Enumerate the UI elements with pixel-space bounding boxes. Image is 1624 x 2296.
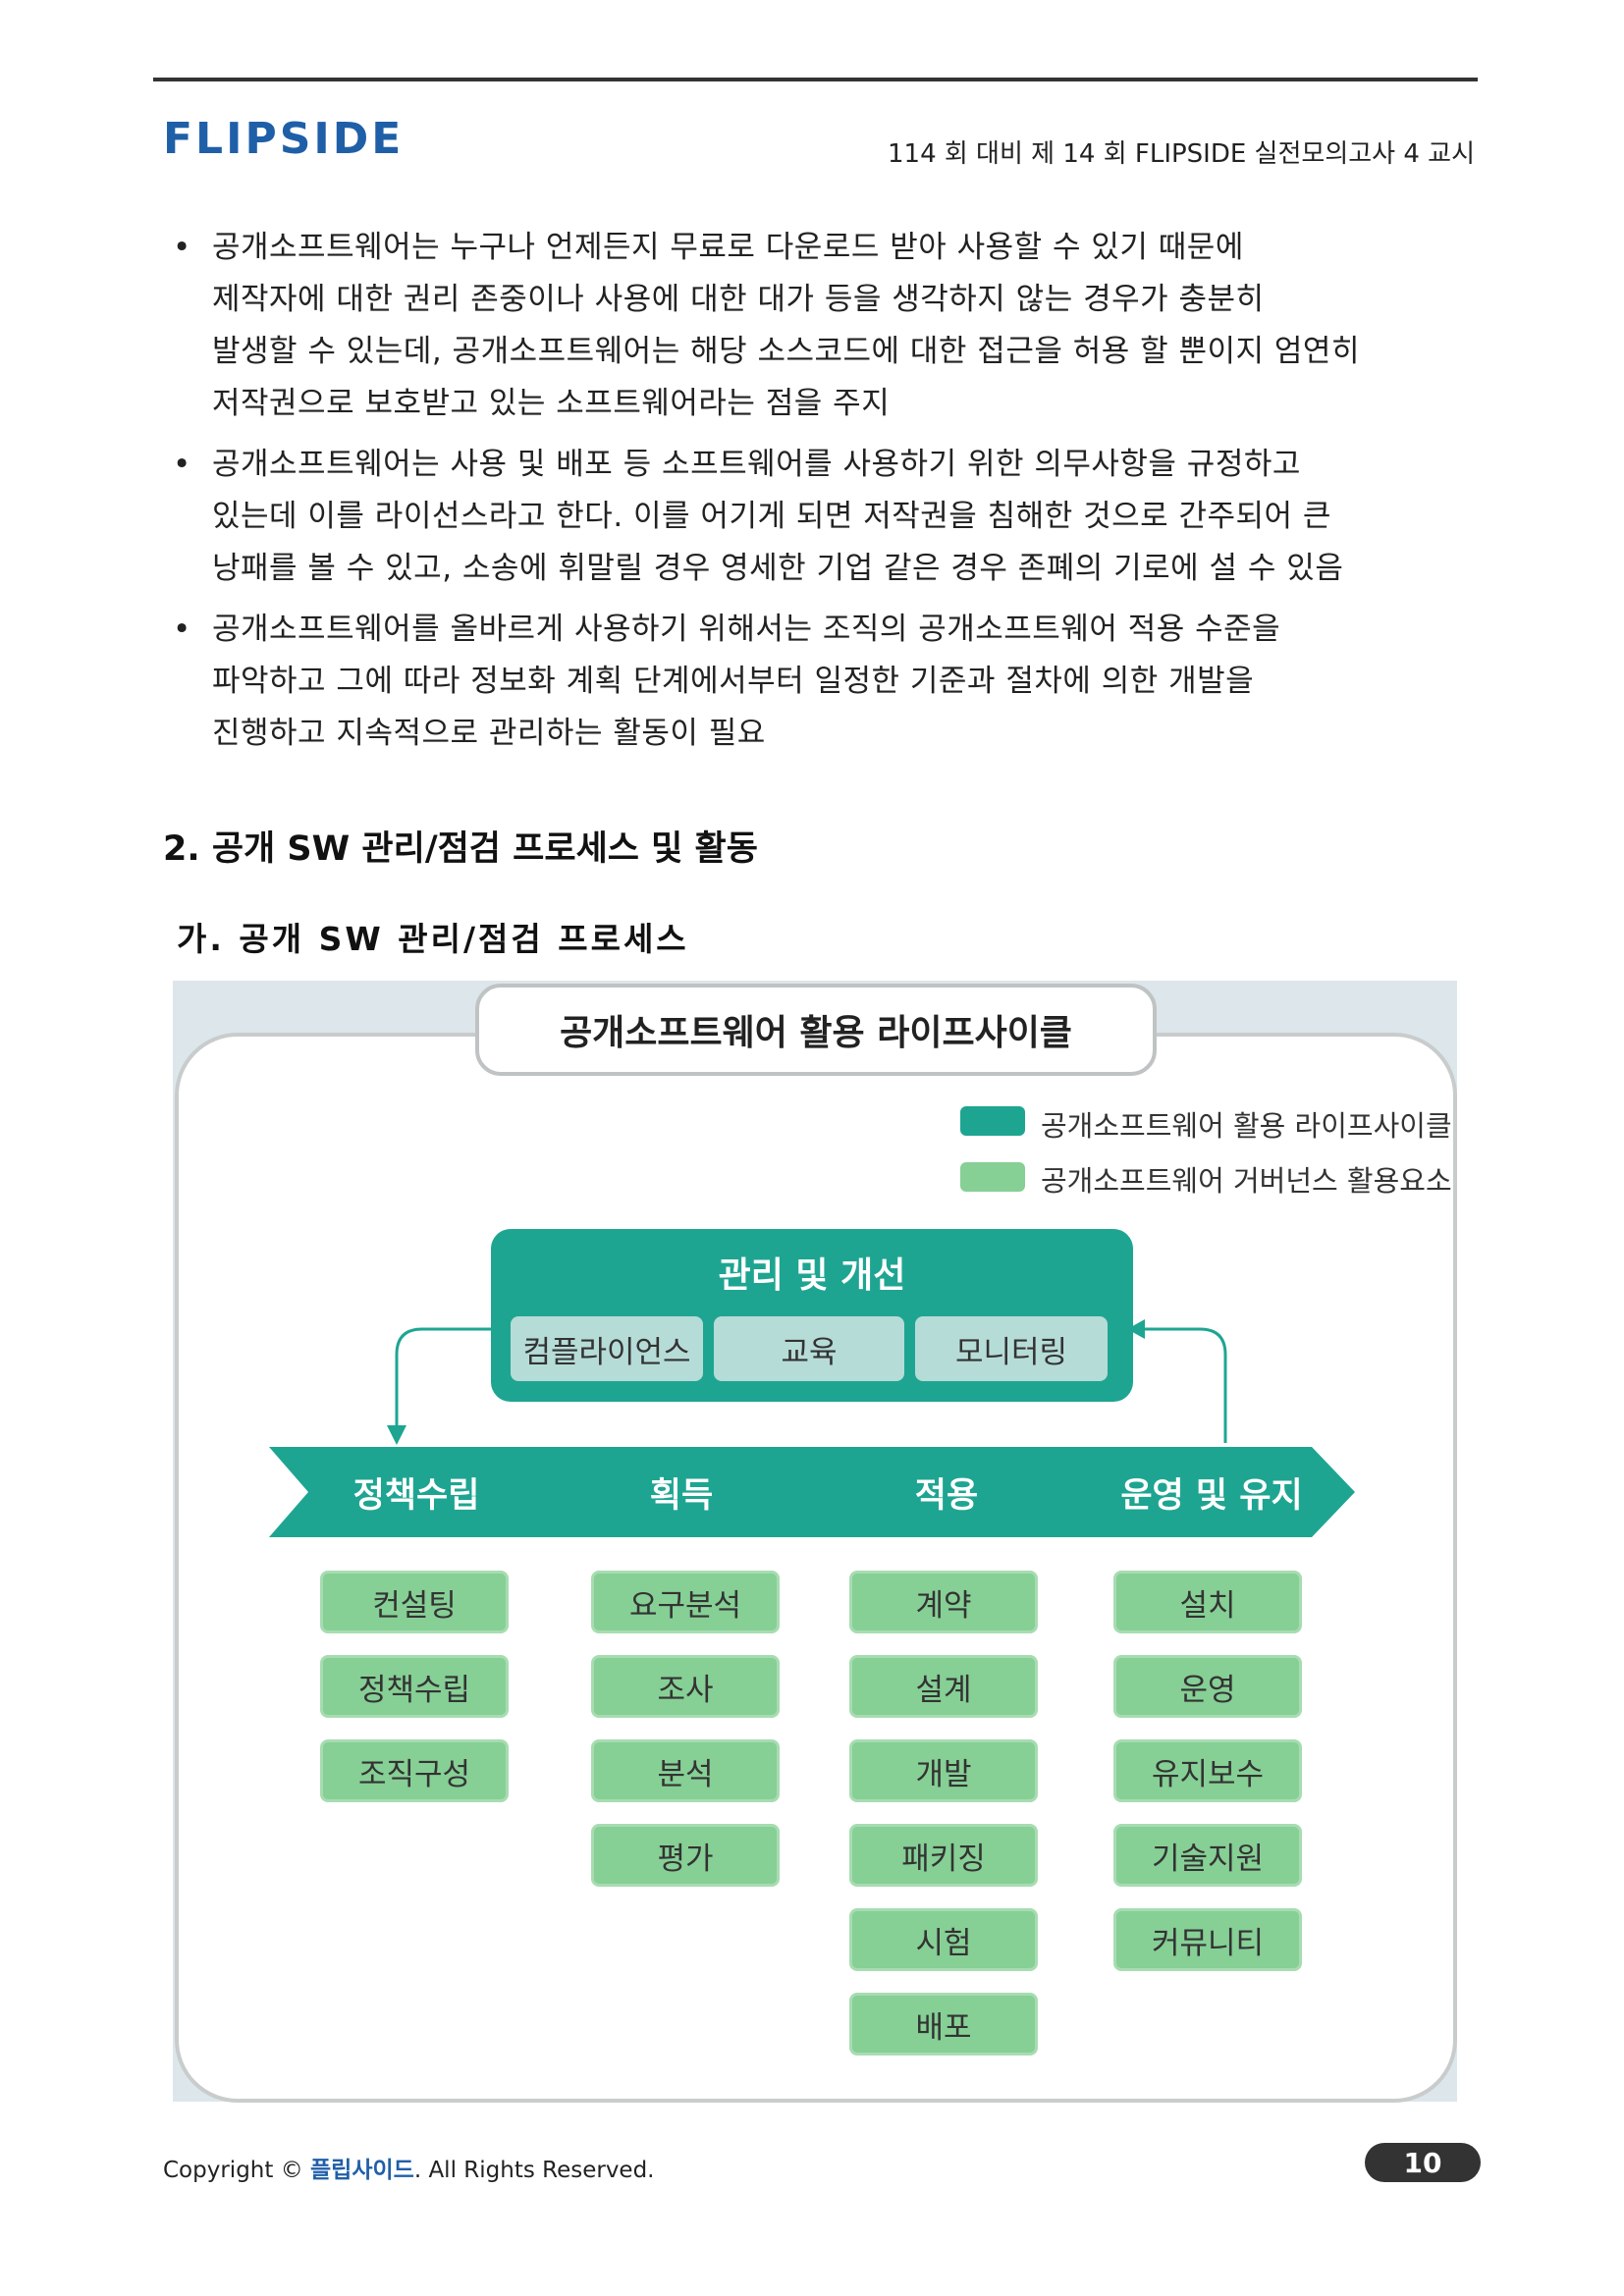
copyright-suffix: . All Rights Reserved. <box>413 2158 655 2183</box>
activity-item: 커뮤니티 <box>1113 1908 1302 1971</box>
stage-label-acquire: 획득 <box>649 1475 714 1516</box>
bullet-line: 파악하고 그에 따라 정보화 계획 단계에서부터 일정한 기준과 절차에 의한 … <box>212 664 1255 699</box>
management-title: 관리 및 개선 <box>718 1255 906 1296</box>
activity-item: 배포 <box>849 1993 1038 2056</box>
stage-label-apply: 적용 <box>914 1475 979 1516</box>
bullet-list: 공개소프트웨어는 누구나 언제든지 무료로 다운로드 받아 사용할 수 있기 때… <box>167 222 1483 769</box>
activity-item: 설계 <box>849 1655 1038 1718</box>
stage-label-operate: 운영 및 유지 <box>1120 1475 1303 1516</box>
bullet-line: 저작권으로 보호받고 있는 소프트웨어라는 점을 주지 <box>212 386 891 421</box>
arrow-head-left <box>1127 1319 1145 1339</box>
stage-chevron-acquire <box>534 1447 840 1537</box>
header-title: 114 회 대비 제 14 회 FLIPSIDE 실전모의고사 4 교시 <box>887 139 1475 169</box>
bullet-line: 공개소프트웨어를 올바르게 사용하기 위해서는 조직의 공개소프트웨어 적용 수… <box>212 612 1281 647</box>
bullet-line: 발생할 수 있는데, 공개소프트웨어는 해당 소스코드에 대한 접근을 허용 할… <box>212 334 1360 369</box>
bullet-line: 진행하고 지속적으로 관리하는 활동이 필요 <box>212 716 766 751</box>
bullet-item: 공개소프트웨어는 사용 및 배포 등 소프트웨어를 사용하기 위한 의무사항을 … <box>167 439 1483 595</box>
bullet-line: 제작자에 대한 권리 존중이나 사용에 대한 대가 등을 생각하지 않는 경우가… <box>212 282 1265 317</box>
flipside-logo: FLIPSIDE <box>163 114 405 164</box>
activity-item: 요구분석 <box>591 1571 780 1633</box>
section-heading: 2. 공개 SW 관리/점검 프로세스 및 활동 <box>163 829 758 869</box>
footer-brand: 플립사이드 <box>310 2158 414 2183</box>
stage-chevrons <box>269 1447 1355 1537</box>
chip-compliance: 컴플라이언스 <box>511 1316 703 1381</box>
copyright-prefix: Copyright © <box>163 2158 303 2183</box>
chip-monitoring: 모니터링 <box>915 1316 1108 1381</box>
bullet-line: 있는데 이를 라이선스라고 한다. 이를 어기게 되면 저작권을 침해한 것으로… <box>212 499 1331 534</box>
activity-item: 조사 <box>591 1655 780 1718</box>
activity-item: 분석 <box>591 1739 780 1802</box>
bullet-item: 공개소프트웨어를 올바르게 사용하기 위해서는 조직의 공개소프트웨어 적용 수… <box>167 604 1483 760</box>
activity-item: 개발 <box>849 1739 1038 1802</box>
chip-education: 교육 <box>714 1316 904 1381</box>
activity-item: 운영 <box>1113 1655 1302 1718</box>
legend-label-governance: 공개소프트웨어 거버넌스 활용요소 <box>1041 1164 1452 1198</box>
activity-item: 계약 <box>849 1571 1038 1633</box>
activity-item: 컨설팅 <box>320 1571 509 1633</box>
arrow-head-down <box>387 1425 406 1445</box>
stage-chevron-operate <box>1064 1447 1355 1537</box>
bullet-line: 낭패를 볼 수 있고, 소송에 휘말릴 경우 영세한 기업 같은 경우 존폐의 … <box>212 551 1344 586</box>
activity-item: 조직구성 <box>320 1739 509 1802</box>
arrow-to-policy <box>395 1327 491 1431</box>
page-number: 10 <box>1365 2143 1481 2182</box>
subsection-heading: 가. 공개 SW 관리/점검 프로세스 <box>177 920 689 958</box>
bullet-line: 공개소프트웨어는 누구나 언제든지 무료로 다운로드 받아 사용할 수 있기 때… <box>212 230 1244 265</box>
arrow-to-management <box>1139 1327 1227 1443</box>
legend-label-lifecycle: 공개소프트웨어 활용 라이프사이클 <box>1041 1109 1452 1143</box>
stage-chevron-policy <box>269 1447 575 1537</box>
footer-copyright: Copyright © 플립사이드. All Rights Reserved. <box>163 2151 655 2184</box>
feedback-arrows <box>387 1319 1227 1445</box>
stage-label-policy: 정책수립 <box>352 1475 480 1516</box>
figure-title: 공개소프트웨어 활용 라이프사이클 <box>475 984 1157 1076</box>
header-rule <box>153 78 1478 81</box>
activity-item: 시험 <box>849 1908 1038 1971</box>
legend-swatch-lifecycle <box>960 1106 1025 1136</box>
activity-item: 설치 <box>1113 1571 1302 1633</box>
activity-item: 평가 <box>591 1824 780 1887</box>
bullet-item: 공개소프트웨어는 누구나 언제든지 무료로 다운로드 받아 사용할 수 있기 때… <box>167 222 1483 430</box>
bullet-line: 공개소프트웨어는 사용 및 배포 등 소프트웨어를 사용하기 위한 의무사항을 … <box>212 447 1301 482</box>
activity-item: 기술지원 <box>1113 1824 1302 1887</box>
activity-item: 정책수립 <box>320 1655 509 1718</box>
activity-item: 패키징 <box>849 1824 1038 1887</box>
stage-chevron-apply <box>799 1447 1106 1537</box>
legend-swatch-governance <box>960 1162 1025 1192</box>
activity-item: 유지보수 <box>1113 1739 1302 1802</box>
